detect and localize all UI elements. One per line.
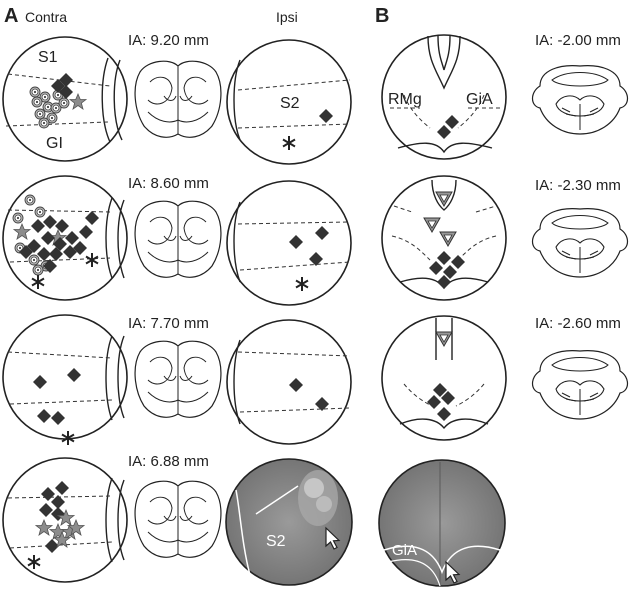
ipsi-circle xyxy=(226,39,352,165)
contra-label: Contra xyxy=(25,9,67,25)
ia-label: IA: 9.20 mm xyxy=(128,32,209,49)
panel-b-row-2: IA: -2.30 mm xyxy=(381,175,629,301)
panel-a-row-4: IA: 6.88 mm S2 xyxy=(2,453,353,586)
region-label: S1 xyxy=(38,49,58,66)
panel-a-row-2: IA: 8.60 mm xyxy=(2,175,352,306)
ia-label: IA: 8.60 mm xyxy=(128,175,209,192)
brain-slice-diagram xyxy=(134,200,222,278)
panel-a-letter: A xyxy=(4,5,18,27)
ipsi-circle xyxy=(226,180,352,306)
region-label: GiA xyxy=(392,542,417,559)
panel-a-row-1: IA: 9.20 mm S1 GI S2 xyxy=(2,32,352,165)
brain-slice-diagram xyxy=(134,60,222,138)
brain-slice-diagram xyxy=(134,480,222,558)
ia-label: IA: 7.70 mm xyxy=(128,315,209,332)
region-label: S2 xyxy=(280,95,300,112)
brain-slice-diagram xyxy=(134,340,222,418)
region-label: GiA xyxy=(466,91,493,108)
region-label: S2 xyxy=(266,533,286,550)
brainstem-circle xyxy=(381,315,507,441)
ia-label: IA: 6.88 mm xyxy=(128,453,209,470)
ia-label: IA: -2.60 mm xyxy=(535,315,621,332)
panel-b-letter: B xyxy=(375,5,389,27)
panel-b-photo-circle: GiA xyxy=(378,459,506,587)
panel-a-row-3: IA: 7.70 mm xyxy=(2,314,352,446)
ia-label: IA: -2.00 mm xyxy=(535,32,621,49)
brainstem-slice-diagram xyxy=(531,65,629,135)
brainstem-slice-diagram xyxy=(531,208,629,278)
contra-circle xyxy=(2,314,128,440)
brainstem-circle xyxy=(381,34,507,160)
ipsi-photo-circle: S2 xyxy=(225,458,353,586)
panel-b-row-3: IA: -2.60 mm xyxy=(381,315,629,441)
ipsi-circle xyxy=(226,319,352,445)
region-label: RMg xyxy=(388,91,422,108)
ia-label: IA: -2.30 mm xyxy=(535,177,621,194)
panel-b-row-1: RMg GiA IA: -2.00 mm xyxy=(381,32,629,160)
brainstem-slice-diagram xyxy=(531,350,629,420)
ipsi-label: Ipsi xyxy=(276,9,298,25)
region-label: GI xyxy=(46,135,63,152)
